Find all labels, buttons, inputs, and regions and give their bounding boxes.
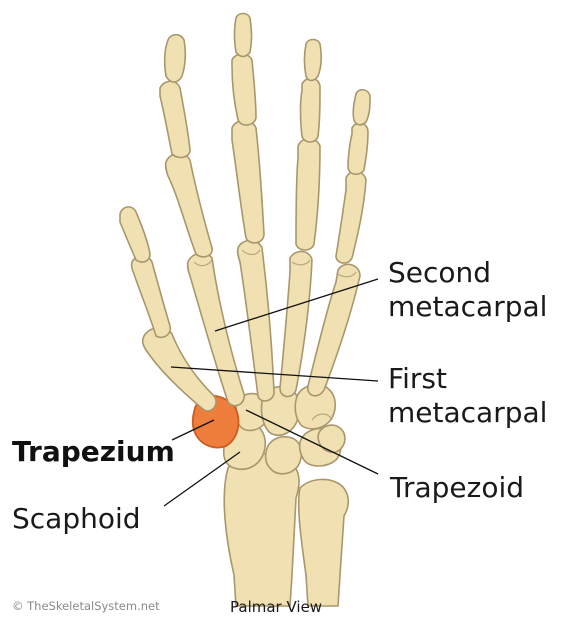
index-proximal-phalanx <box>166 153 213 256</box>
lunate-bone <box>266 437 302 474</box>
copyright-credit: © TheSkeletalSystem.net <box>12 599 160 613</box>
label-trapezoid: Trapezoid <box>389 471 524 504</box>
label-scaphoid: Scaphoid <box>12 502 141 535</box>
ring-distal-phalanx <box>305 40 322 81</box>
middle-proximal-phalanx <box>232 121 264 243</box>
label-second-metacarpal-line1: Second <box>388 256 491 289</box>
little-proximal-phalanx <box>336 171 366 263</box>
label-second-metacarpal: Second metacarpal <box>388 256 547 323</box>
fifth-metacarpal-bone <box>308 264 360 395</box>
ulna-bone <box>299 479 349 606</box>
thumb-proximal-phalanx <box>132 256 171 337</box>
view-caption: Palmar View <box>230 598 322 616</box>
label-first-metacarpal-line2: metacarpal <box>388 396 547 429</box>
radius-bone <box>224 453 299 606</box>
pisiform-bone <box>318 425 345 452</box>
little-distal-phalanx <box>353 90 370 125</box>
leader-first-metacarpal <box>171 367 378 381</box>
thumb-distal-phalanx <box>120 207 150 262</box>
label-first-metacarpal: First metacarpal <box>388 362 547 429</box>
ring-middle-phalanx <box>301 78 321 142</box>
little-middle-phalanx <box>348 123 368 174</box>
index-distal-phalanx <box>165 35 186 82</box>
third-metacarpal-bone <box>238 241 274 401</box>
index-middle-phalanx <box>160 81 190 157</box>
knuckle-lines <box>194 250 356 277</box>
ring-proximal-phalanx <box>296 139 320 251</box>
label-first-metacarpal-line1: First <box>388 362 447 395</box>
middle-middle-phalanx <box>232 54 256 125</box>
label-trapezium: Trapezium <box>12 435 175 468</box>
label-second-metacarpal-line2: metacarpal <box>388 290 547 323</box>
middle-distal-phalanx <box>235 14 252 57</box>
